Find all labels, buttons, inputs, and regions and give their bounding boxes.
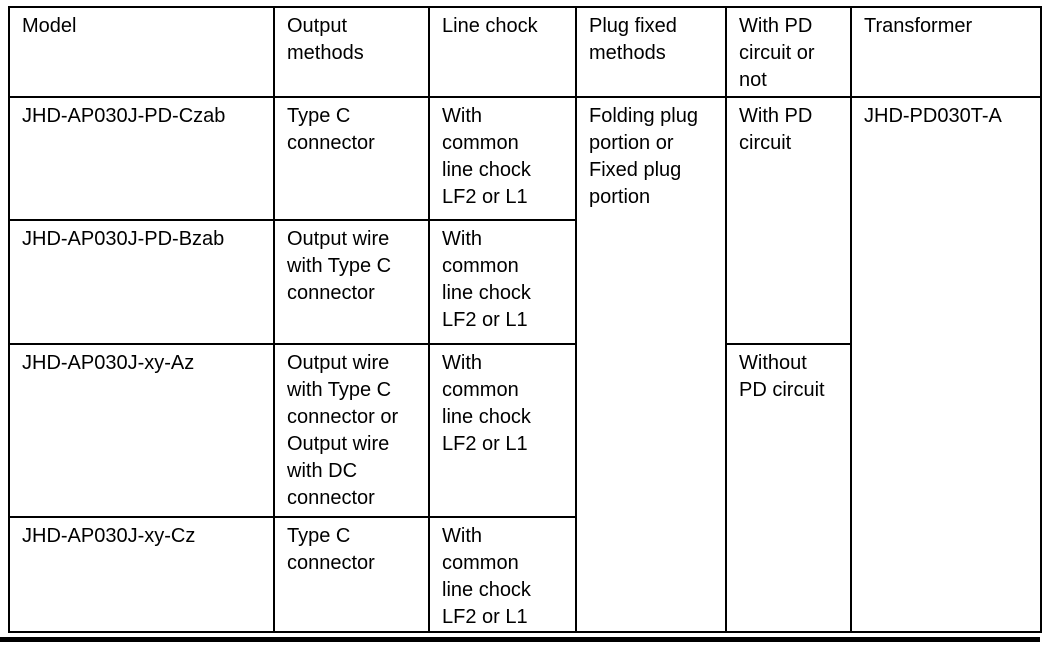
page-bottom-rule xyxy=(0,637,1040,642)
cell-with-pd-circuit: With PD circuit xyxy=(725,96,852,345)
cell-transformer: JHD-PD030T-A xyxy=(850,96,1042,633)
header-cell-with-pd-circuit: With PD circuit or not xyxy=(725,6,852,98)
product-spec-table: Model Output methods Line chock Plug fix… xyxy=(8,6,1042,633)
cell-line-chock-2: With common line chock LF2 or L1 xyxy=(428,219,577,345)
header-row: Model Output methods Line chock Plug fix… xyxy=(8,6,1042,98)
cell-model-2: JHD-AP030J-PD-Bzab xyxy=(8,219,275,345)
header-cell-transformer: Transformer xyxy=(850,6,1042,98)
cell-output-4: Type C connector xyxy=(273,516,430,633)
table-row: JHD-AP030J-PD-Bzab Output wire with Type… xyxy=(8,219,1041,345)
header-cell-model: Model xyxy=(8,6,275,98)
table-row: JHD-AP030J-xy-Az Output wire with Type C… xyxy=(8,343,1041,633)
table-row: JHD-AP030J-PD-Czab Type C connector With… xyxy=(8,96,1042,633)
cell-output-1: Type C connector xyxy=(273,96,430,221)
header-cell-output-methods: Output methods xyxy=(273,6,430,98)
cell-output-3: Output wire with Type C connector or Out… xyxy=(273,343,430,518)
cell-model-4: JHD-AP030J-xy-Cz xyxy=(8,516,275,633)
cell-model-3: JHD-AP030J-xy-Az xyxy=(8,343,275,518)
header-cell-line-chock: Line chock xyxy=(428,6,577,98)
table-row: JHD-AP030J-xy-Cz Type C connector With c… xyxy=(8,516,1041,633)
cell-without-pd-circuit: Without PD circuit xyxy=(725,343,852,633)
cell-line-chock-3: With common line chock LF2 or L1 xyxy=(428,343,577,518)
cell-plug-fixed-methods: Folding plug portion or Fixed plug porti… xyxy=(575,96,727,633)
cell-line-chock-4: With common line chock LF2 or L1 xyxy=(428,516,577,633)
cell-line-chock-1: With common line chock LF2 or L1 xyxy=(428,96,577,221)
cell-output-2: Output wire with Type C connector xyxy=(273,219,430,345)
header-cell-plug-fixed-methods: Plug fixed methods xyxy=(575,6,727,98)
cell-model-1: JHD-AP030J-PD-Czab xyxy=(8,96,275,221)
